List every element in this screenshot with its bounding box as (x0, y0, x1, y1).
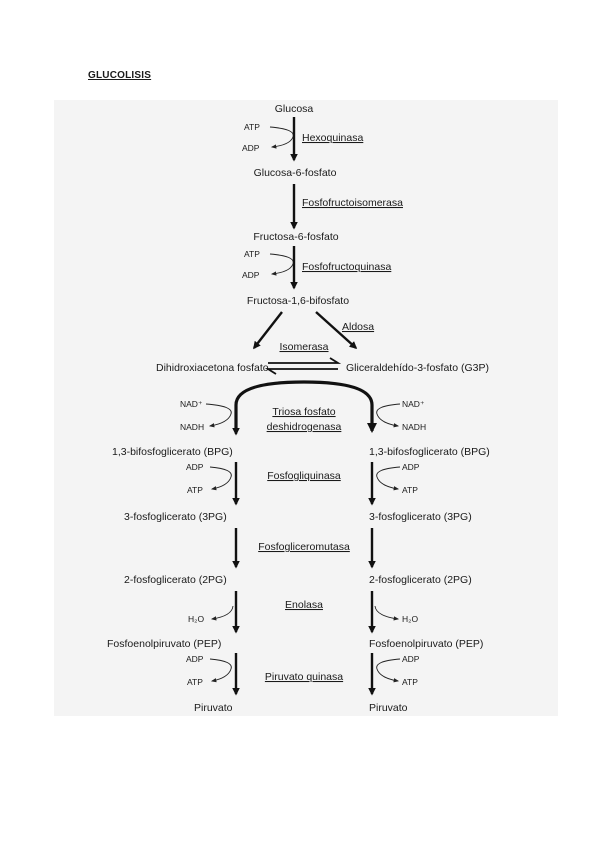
molecule-f6p: Fructosa-6-fosfato (253, 231, 338, 243)
molecule-g6p: Glucosa-6-fosfato (254, 167, 337, 179)
molecule-bpg-left: 1,3-bifosfoglicerato (BPG) (112, 446, 233, 458)
side-arrow-atp-adp-1 (269, 126, 294, 149)
glycolysis-pathway-svg: Glucosa ATP ADP Hexoquinasa Glucosa-6-fo… (107, 103, 490, 714)
cofactor-adp-4r: ADP (402, 654, 420, 664)
cofactor-atp-4l: ATP (187, 677, 203, 687)
side-arrow-nad-right (376, 403, 401, 428)
molecule-pep-left: Fosfoenolpiruvato (PEP) (107, 638, 221, 650)
side-arrow-adp-atp-4l (209, 658, 232, 683)
cofactor-atp-3l: ATP (187, 485, 203, 495)
arrow-f16bp-g3p (315, 311, 358, 350)
enzyme-fosfogliquinasa: Fosfogliquinasa (267, 470, 341, 482)
enzyme-isomerasa: Isomerasa (279, 341, 328, 353)
molecule-piruvato-left: Piruvato (194, 702, 233, 714)
cofactor-nad-left: NAD⁺ (180, 399, 203, 409)
side-arrow-h2o-right (374, 605, 400, 621)
cofactor-adp-3r: ADP (402, 462, 420, 472)
enzyme-aldosa: Aldosa (342, 321, 374, 333)
cofactor-nad-right: NAD⁺ (402, 399, 425, 409)
cofactor-nadh-right: NADH (402, 422, 426, 432)
molecule-pep-right: Fosfoenolpiruvato (PEP) (369, 638, 483, 650)
page-title: GLUCOLISIS (88, 70, 152, 81)
enzyme-fosfofructoisomerasa: Fosfofructoisomerasa (302, 197, 403, 209)
side-arrow-nad-left (205, 403, 232, 428)
molecule-f16bp: Fructosa-1,6-bifosfato (247, 295, 349, 307)
enzyme-fosfogliceromutasa: Fosfogliceromutasa (258, 541, 350, 553)
enzyme-enolasa: Enolasa (285, 599, 323, 611)
molecule-bpg-right: 1,3-bifosfoglicerato (BPG) (369, 446, 490, 458)
cofactor-adp-1: ADP (242, 143, 260, 153)
cofactor-atp-3r: ATP (402, 485, 418, 495)
molecule-glucosa: Glucosa (275, 103, 314, 115)
side-arrow-adp-atp-3r (376, 466, 401, 491)
arch-arrow-g3p-bpg (234, 380, 378, 434)
enzyme-piruvato-quinasa: Piruvato quinasa (265, 671, 343, 683)
side-arrow-atp-adp-2 (269, 253, 294, 276)
molecule-dhap: Dihidroxiacetona fosfato (156, 362, 269, 374)
side-arrow-h2o-left (210, 605, 234, 621)
molecule-2pg-left: 2-fosfoglicerato (2PG) (124, 574, 227, 586)
arrow-f16bp-dhap (253, 311, 283, 350)
cofactor-nadh-left: NADH (180, 422, 204, 432)
cofactor-atp-4r: ATP (402, 677, 418, 687)
molecule-3pg-left: 3-fosfoglicerato (3PG) (124, 511, 227, 523)
equilibrium-arrow-reverse (264, 368, 338, 375)
cofactor-h2o-right: H₂O (402, 614, 418, 624)
cofactor-adp-2: ADP (242, 270, 260, 280)
glycolysis-diagram: Glucosa ATP ADP Hexoquinasa Glucosa-6-fo… (54, 100, 558, 716)
cofactor-adp-4l: ADP (186, 654, 204, 664)
cofactor-h2o-left: H₂O (188, 614, 204, 624)
enzyme-triosa-line2: deshidrogenasa (267, 421, 342, 433)
molecule-g3p: Gliceraldehído-3-fosfato (G3P) (346, 362, 489, 374)
enzyme-hexoquinasa: Hexoquinasa (302, 132, 363, 144)
enzyme-triosa-line1: Triosa fosfato (272, 406, 335, 418)
cofactor-atp-2: ATP (244, 249, 260, 259)
molecule-2pg-right: 2-fosfoglicerato (2PG) (369, 574, 472, 586)
side-arrow-adp-atp-4r (376, 658, 401, 683)
cofactor-adp-3l: ADP (186, 462, 204, 472)
molecule-3pg-right: 3-fosfoglicerato (3PG) (369, 511, 472, 523)
enzyme-fosfofructoquinasa: Fosfofructoquinasa (302, 261, 391, 273)
cofactor-atp-1: ATP (244, 122, 260, 132)
molecule-piruvato-right: Piruvato (369, 702, 408, 714)
side-arrow-adp-atp-3l (209, 466, 232, 491)
equilibrium-arrow-forward (268, 357, 342, 364)
